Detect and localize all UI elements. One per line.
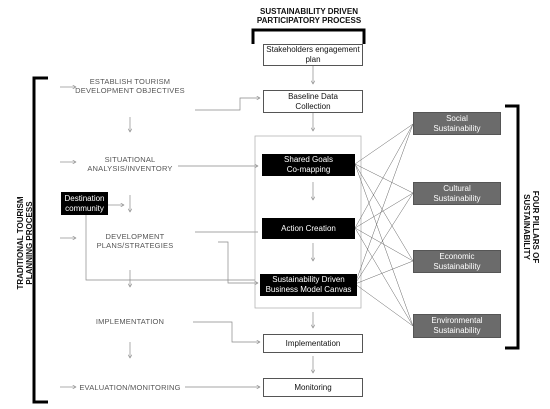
stakeholders-engagement-box: Stakeholders engagement plan: [263, 44, 363, 66]
step-evaluation-monitoring: EVALUATION/MONITORING: [79, 383, 181, 392]
implementation-box: Implementation: [263, 334, 363, 353]
pillar-economic: Economic Sustainability: [413, 250, 501, 273]
destination-community-box: Destination community: [61, 192, 108, 215]
step-establish-objectives: ESTABLISH TOURISM DEVELOPMENT OBJECTIVES: [75, 77, 185, 95]
pillar-cultural: Cultural Sustainability: [413, 182, 501, 205]
pillar-environmental: Environmental Sustainability: [413, 314, 501, 338]
business-model-canvas-box: Sustainability Driven Business Model Can…: [260, 274, 357, 296]
step-development-plans: DEVELOPMENT PLANS/STRATEGIES: [96, 232, 174, 250]
shared-goals-box: Shared Goals Co-mapping: [262, 154, 355, 176]
traditional-process-label: TRADITIONAL TOURISM PLANNING PROCESS: [16, 196, 34, 290]
participatory-process-heading: SUSTAINABILITY DRIVEN PARTICIPATORY PROC…: [256, 7, 362, 25]
action-creation-box: Action Creation: [262, 218, 355, 239]
monitoring-box: Monitoring: [263, 378, 363, 397]
step-situational-analysis: SITUATIONAL ANALYSIS/INVENTORY: [87, 155, 173, 173]
baseline-data-box: Baseline Data Collection: [263, 90, 363, 113]
four-pillars-label: FOUR PILLARS OF SUSTAINABILITY: [522, 190, 540, 264]
pillar-social: Social Sustainability: [413, 112, 501, 135]
step-implementation: IMPLEMENTATION: [95, 317, 165, 326]
